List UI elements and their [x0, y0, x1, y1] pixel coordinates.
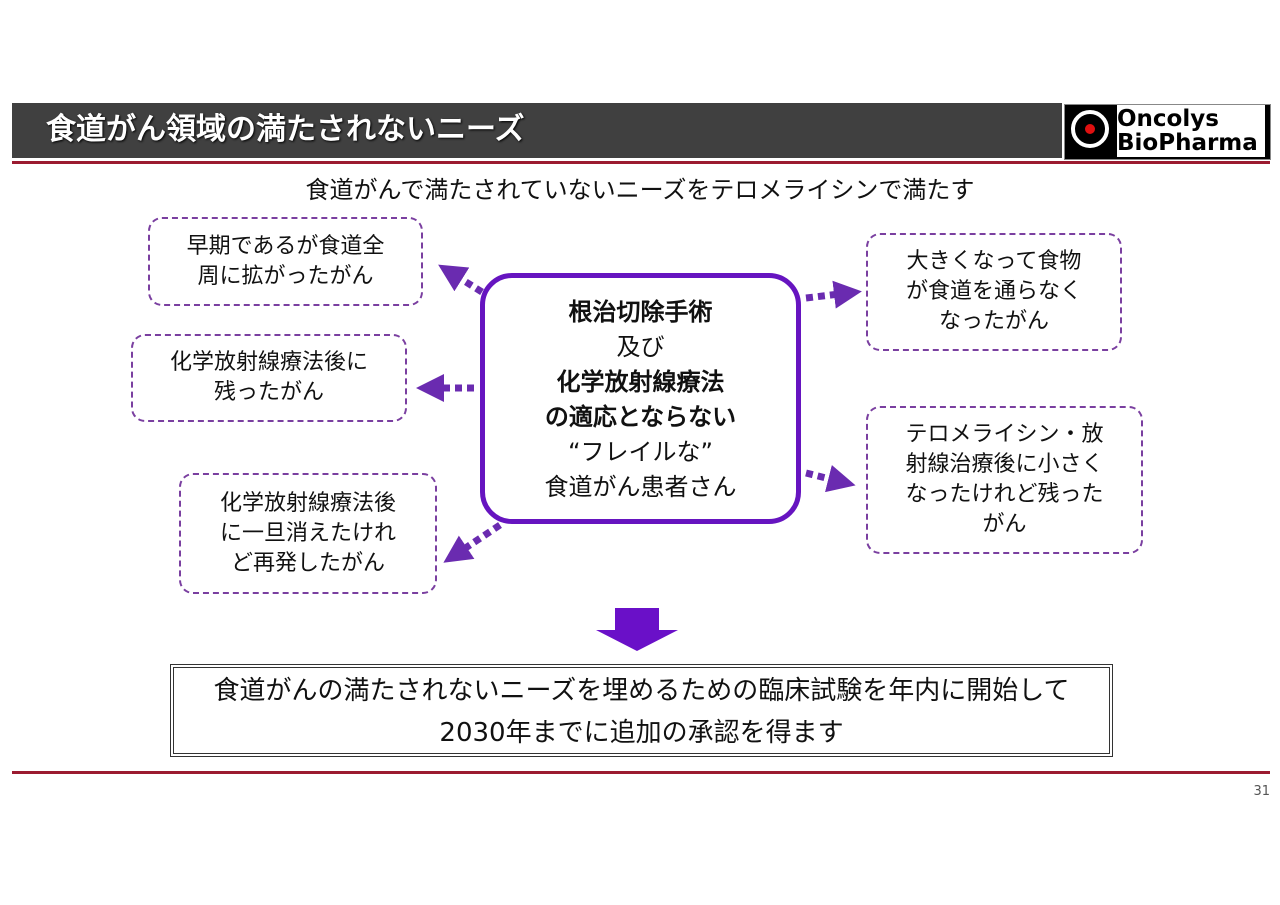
- subtitle: 食道がんで満たされていないニーズをテロメライシンで満たす: [305, 176, 975, 204]
- conclusion-line2: 2030年までに追加の承認を得ます: [439, 718, 844, 748]
- center-line6: 食道がん患者さん: [544, 473, 737, 501]
- logo-circle-icon: [1071, 110, 1109, 148]
- logo-line2: BioPharma: [1117, 130, 1258, 156]
- center-line2: 及び: [616, 333, 665, 361]
- slide-title: 食道がん領域の満たされないニーズ: [46, 112, 525, 147]
- need-box-obstruction: 大きくなって食物 が食道を通らなく なったがん: [866, 233, 1122, 351]
- company-logo: Oncolys BioPharma: [1064, 104, 1271, 160]
- divider-bottom: [12, 771, 1270, 774]
- center-line3: 化学放射線療法: [556, 368, 725, 396]
- need-box-residual-after-telomelysin: テロメライシン・放 射線治療後に小さく なったけれど残った がん: [866, 406, 1143, 554]
- arrow-to-early: [438, 264, 484, 295]
- need-box-recurrence-after-crt: 化学放射線療法後 に一旦消えたけれ ど再発したがん: [179, 473, 437, 594]
- center-line1: 根治切除手術: [568, 298, 713, 326]
- logo-line1: Oncolys: [1117, 106, 1219, 132]
- title-bar: [12, 103, 1062, 158]
- center-patient-box: 根治切除手術 及び 化学放射線療法 の適応とならない “フレイルな” 食道がん患…: [480, 273, 801, 524]
- arrow-to-obstruction: [805, 280, 862, 309]
- center-line5: “フレイルな”: [568, 438, 713, 466]
- need-box-residual-after-crt: 化学放射線療法後に 残ったがん: [131, 334, 407, 422]
- conclusion-box: 食道がんの満たされないニーズを埋めるための臨床試験を年内に開始して 2030年ま…: [170, 664, 1113, 757]
- down-arrow-icon: [596, 608, 678, 651]
- arrow-to-telomelysin-residual: [805, 465, 856, 493]
- arrow-to-recurrence: [443, 522, 502, 563]
- need-box-early-circumferential: 早期であるが食道全 周に拡がったがん: [148, 217, 423, 306]
- center-line4: の適応とならない: [544, 403, 737, 431]
- conclusion-line1: 食道がんの満たされないニーズを埋めるための臨床試験を年内に開始して: [213, 676, 1070, 706]
- divider-top: [12, 161, 1270, 164]
- page-number: 31: [1253, 784, 1270, 799]
